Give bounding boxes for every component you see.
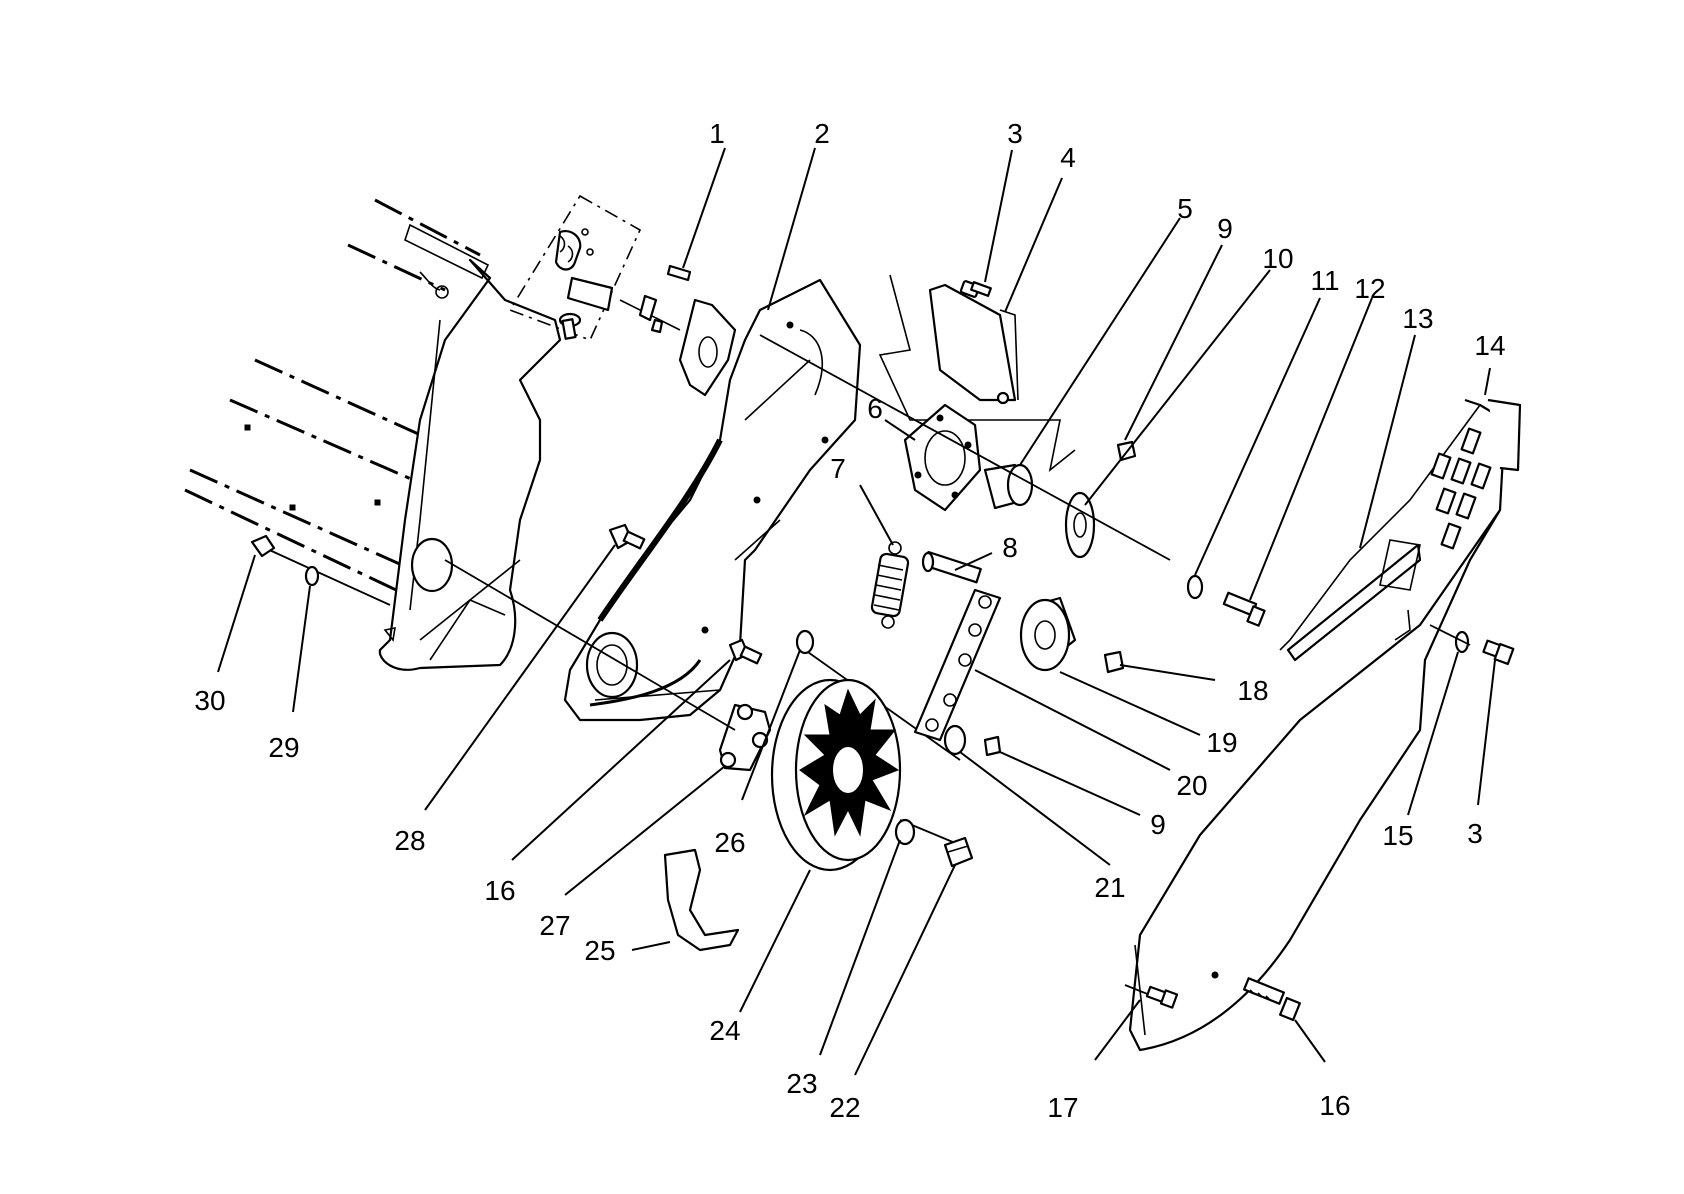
callout-2: 2 — [814, 118, 830, 149]
callout-30: 30 — [194, 685, 225, 716]
callout-1: 1 — [709, 118, 725, 149]
callout-13: 13 — [1402, 303, 1433, 334]
callout-27: 27 — [539, 910, 570, 941]
part-3-bolt-top — [959, 280, 992, 298]
part-1-key — [666, 264, 692, 282]
callout-labels: 1 2 3 4 5 9 10 11 12 13 14 6 7 8 18 19 2… — [194, 118, 1505, 1123]
callout-14: 14 — [1474, 330, 1505, 361]
callout-21: 21 — [1094, 872, 1125, 903]
part-21-washer — [943, 724, 967, 756]
callout-12: 12 — [1354, 273, 1385, 304]
pin-detail-group — [508, 194, 681, 342]
part-2-housing — [563, 278, 862, 722]
axis-housing — [444, 559, 736, 731]
part-3-bolt-right — [1482, 639, 1515, 666]
part-19-idler-pulley — [1019, 596, 1077, 672]
part-12-bolt — [1222, 591, 1266, 627]
part-4-bracket — [928, 283, 1019, 405]
part-18-nut — [1103, 650, 1125, 674]
part-16-bolt-upper — [728, 638, 763, 665]
callout-7: 7 — [830, 453, 846, 484]
callout-5: 5 — [1177, 193, 1193, 224]
callout-11: 11 — [1310, 265, 1339, 296]
leader-lines — [217, 147, 1496, 1076]
callout-19: 19 — [1206, 727, 1237, 758]
part-28-bolt — [608, 523, 646, 550]
part-25-belt-guide — [663, 848, 740, 952]
callout-23: 23 — [786, 1068, 817, 1099]
part-9-nut-lower — [983, 735, 1002, 757]
callout-16: 16 — [484, 875, 515, 906]
part-29-washer — [304, 565, 320, 587]
callout-25: 25 — [584, 935, 615, 966]
part-30-nut — [250, 534, 276, 558]
callout-18: 18 — [1237, 675, 1268, 706]
part-26-washer — [795, 629, 815, 655]
part-11-washer — [1186, 574, 1204, 600]
part-16-bolt-lower — [1211, 971, 1301, 1022]
callout-3: 3 — [1007, 118, 1023, 149]
callout-6: 6 — [867, 393, 883, 424]
axis-washers-left — [264, 547, 391, 606]
callout-29: 29 — [268, 732, 299, 763]
part-27-bracket — [718, 703, 772, 772]
callout-3-right: 3 — [1467, 818, 1483, 849]
callout-8: 8 — [1002, 532, 1018, 563]
callout-24: 24 — [709, 1015, 740, 1046]
callout-26: 26 — [714, 827, 745, 858]
callout-9-lower: 9 — [1150, 809, 1166, 840]
callout-4: 4 — [1060, 142, 1076, 173]
part-17-screw — [1124, 984, 1179, 1009]
part-24-drive-pulley — [770, 678, 902, 872]
part-22-nut — [943, 836, 974, 868]
callout-22: 22 — [829, 1092, 860, 1123]
part-6-flange — [903, 403, 982, 512]
callout-28: 28 — [394, 825, 425, 856]
part-10-pulley — [1064, 491, 1096, 559]
callout-17: 17 — [1047, 1092, 1078, 1123]
part-8-stud — [921, 550, 982, 584]
flange-plate — [678, 298, 737, 397]
callout-20: 20 — [1176, 770, 1207, 801]
callout-9: 9 — [1217, 213, 1233, 244]
part-23-washer — [894, 818, 916, 846]
break-line — [878, 274, 1076, 472]
part-7-spring — [870, 541, 910, 629]
callout-15: 15 — [1382, 820, 1413, 851]
part-13-cover — [1128, 398, 1507, 1052]
part-14-decal — [1487, 398, 1522, 472]
callout-16-lower: 16 — [1319, 1090, 1350, 1121]
axis-shaft-upper — [759, 334, 1171, 561]
part-20-idler-arm — [913, 588, 1002, 742]
callout-10: 10 — [1262, 243, 1293, 274]
